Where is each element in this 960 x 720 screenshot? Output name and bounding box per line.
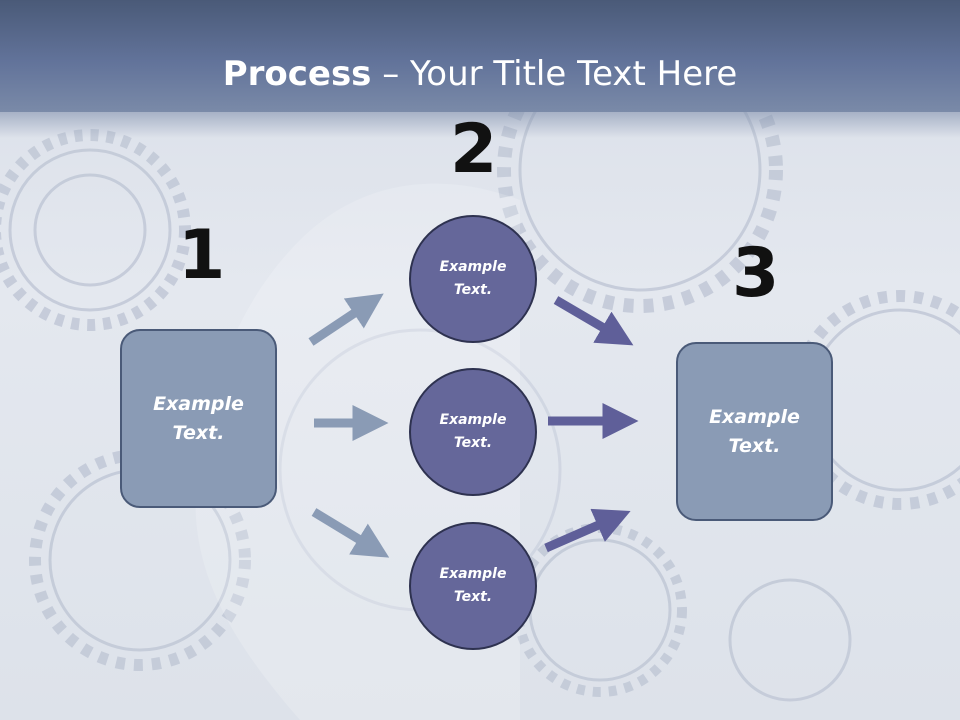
title-rest: – Your Title Text Here [371,54,738,94]
circle-top-line2: Text. [453,282,493,298]
circle-bottom-line2: Text. [453,589,493,605]
step-3-box[interactable]: Example Text. [676,342,833,521]
circle-middle[interactable]: Example Text. [409,368,537,496]
step-3-text-line1: Example [709,405,800,428]
circle-middle-line1: Example [439,412,507,428]
step-3-text: Example Text. [709,403,800,461]
step-3-text-line2: Text. [728,434,781,457]
step-1-text-line2: Text. [172,421,225,444]
step-number-3: 3 [732,234,780,313]
step-number-1: 1 [178,216,226,295]
circle-bottom[interactable]: Example Text. [409,522,537,650]
step-1-box[interactable]: Example Text. [120,329,277,508]
circle-top-line1: Example [439,259,507,275]
arrow-bottom-to-3 [544,508,631,553]
circle-bottom-text: Example Text. [440,563,507,609]
step-1-text-line1: Example [153,392,244,415]
circle-top[interactable]: Example Text. [409,215,537,343]
circle-middle-line2: Text. [453,435,493,451]
title-bold: Process [222,54,372,94]
circle-middle-text: Example Text. [440,409,507,455]
step-1-text: Example Text. [153,390,244,448]
page-title: Process – Your Title Text Here [0,52,960,96]
arrow-top-to-3 [553,296,634,346]
circle-top-text: Example Text. [440,256,507,302]
step-number-2: 2 [450,110,498,189]
arrow-1-to-top [308,293,384,346]
title-band [0,0,960,138]
circle-bottom-line1: Example [439,566,507,582]
arrow-1-to-bottom [311,508,390,558]
